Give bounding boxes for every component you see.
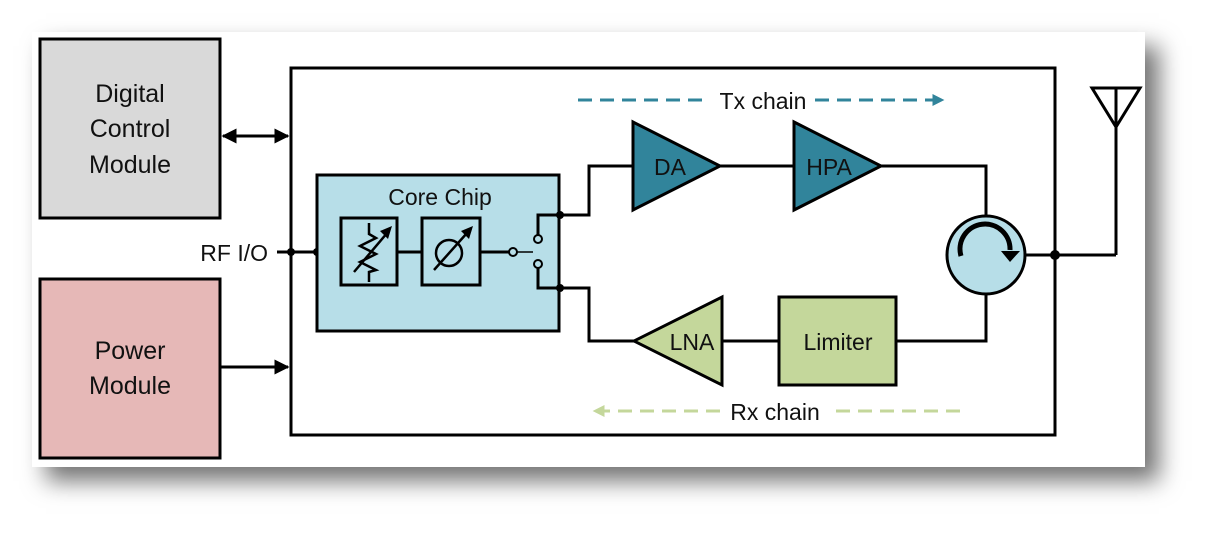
da-label: DA xyxy=(654,154,687,180)
lna-label: LNA xyxy=(670,329,715,355)
circulator xyxy=(945,214,1027,296)
limiter: Limiter xyxy=(777,295,898,387)
power-label-1: Power xyxy=(95,337,166,365)
tx-chain-label: Tx chain xyxy=(720,88,807,114)
power-label-2: Module xyxy=(89,372,171,400)
limiter-label: Limiter xyxy=(803,329,872,355)
power-module: Power Module xyxy=(38,277,222,460)
circulator-arrow-icon xyxy=(957,221,1013,257)
antenna-icon xyxy=(1089,86,1143,255)
core-chip: Core Chip xyxy=(315,173,561,333)
digital-control-label-2: Control xyxy=(90,115,171,143)
variable-arrow-icon xyxy=(353,231,389,273)
digital-control-label-1: Digital xyxy=(95,80,164,108)
core-chip-label: Core Chip xyxy=(388,184,492,210)
rf-io-junction xyxy=(287,248,295,256)
rx-wire xyxy=(560,286,634,343)
resistor-icon xyxy=(357,223,380,282)
tr-switch xyxy=(508,213,560,290)
high-power-amplifier: HPA xyxy=(792,119,885,213)
low-noise-amplifier: LNA xyxy=(630,294,724,388)
tx-wire xyxy=(560,164,632,217)
rx-chain-label: Rx chain xyxy=(730,399,819,425)
phase-icon xyxy=(434,238,464,268)
rf-io-label: RF I/O xyxy=(200,240,268,266)
digital-control-label-3: Module xyxy=(89,151,171,179)
digital-control-module: Digital Control Module xyxy=(38,37,222,220)
hpa-label: HPA xyxy=(806,154,852,180)
antenna-junction xyxy=(1050,250,1060,260)
driver-amplifier: DA xyxy=(631,119,724,213)
